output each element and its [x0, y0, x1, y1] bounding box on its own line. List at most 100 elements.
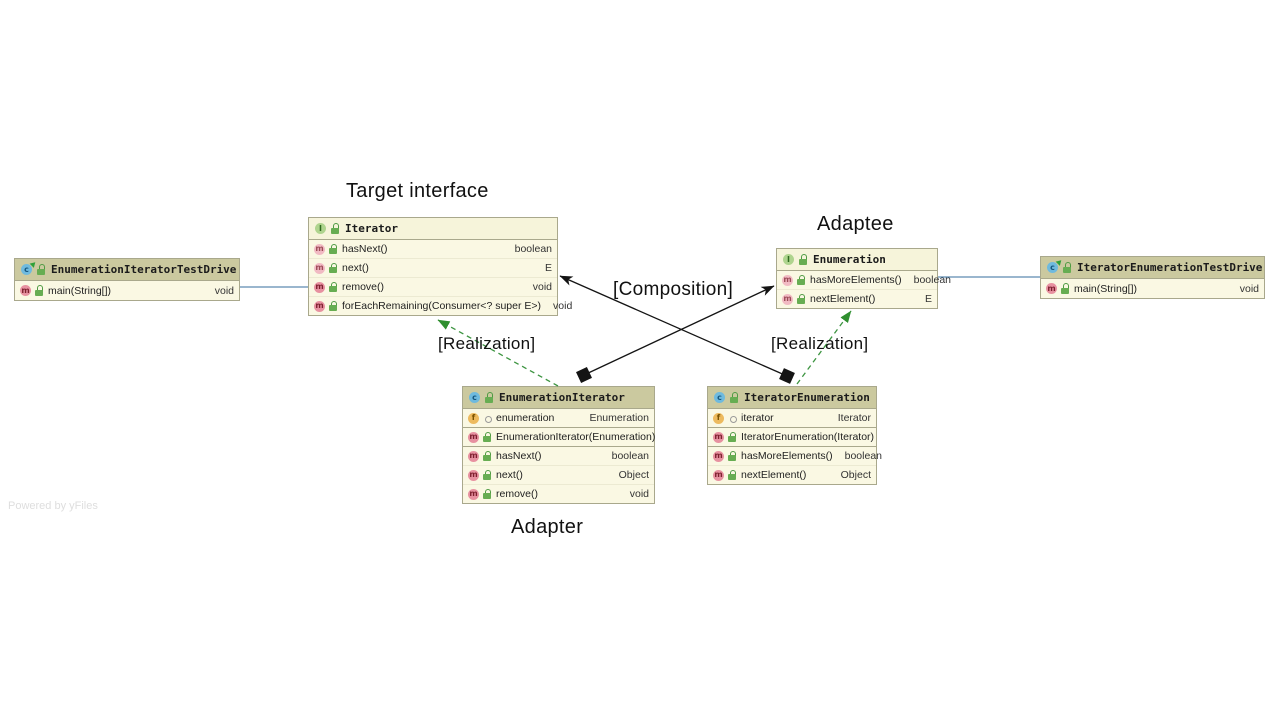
methods-section: m hasNext() boolean m next() Object m re…	[463, 446, 654, 503]
method-icon: m	[782, 274, 793, 286]
methods-section: m main(String[]) void	[15, 281, 239, 300]
uml-node-enumeration-iterator[interactable]: c EnumerationIterator f enumeration Enum…	[462, 386, 655, 504]
node-title: Iterator	[345, 222, 398, 235]
public-lock-icon	[37, 264, 46, 275]
uml-node-enumeration[interactable]: I Enumeration m hasMoreElements() boolea…	[776, 248, 951, 309]
member-name: hasMoreElements()	[741, 450, 833, 462]
member-name: hasMoreElements()	[810, 274, 902, 286]
constructors-section: m EnumerationIterator(Enumeration)	[463, 427, 655, 446]
node-header: c EnumerationIterator	[463, 387, 654, 409]
member-name: main(String[])	[1074, 282, 1138, 295]
uml-node-iterator[interactable]: I Iterator m hasNext() boolean m next() …	[308, 217, 572, 316]
annotation-adaptee: Adaptee	[817, 213, 894, 235]
class-run-icon: c	[1047, 262, 1058, 273]
methods-section: m main(String[]) void	[1041, 279, 1264, 298]
method-icon: m	[713, 469, 724, 481]
member-row: m hasNext() boolean	[309, 240, 557, 258]
public-lock-icon	[485, 392, 494, 403]
node-header: c EnumerationIteratorTestDrive	[15, 259, 239, 281]
method-icon: m	[782, 293, 793, 305]
annotation-composition: [Composition]	[613, 279, 734, 300]
method-icon: m	[713, 431, 724, 443]
member-row: f iterator Iterator	[708, 409, 876, 427]
annotation-realization-left: [Realization]	[438, 334, 536, 353]
member-name: enumeration	[496, 412, 555, 424]
member-name: iterator	[741, 412, 774, 424]
class-icon: c	[714, 392, 725, 403]
public-lock-icon	[329, 281, 338, 293]
public-lock-icon	[728, 469, 737, 481]
methods-section: m hasMoreElements() boolean m nextElemen…	[708, 446, 882, 484]
member-name: main(String[])	[48, 284, 112, 297]
interface-icon: I	[783, 254, 794, 265]
package-visibility-icon	[483, 413, 492, 424]
member-name: IteratorEnumeration(Iterator)	[741, 431, 875, 443]
member-row: m EnumerationIterator(Enumeration)	[463, 428, 655, 446]
public-lock-icon	[1063, 262, 1072, 273]
method-icon: m	[314, 300, 325, 312]
member-type: boolean	[844, 450, 882, 462]
public-lock-icon	[797, 293, 806, 305]
public-lock-icon	[1061, 283, 1070, 294]
member-row: m hasMoreElements() boolean	[777, 271, 951, 289]
member-name: remove()	[496, 488, 539, 500]
fields-section: f iterator Iterator	[708, 409, 876, 427]
fields-section: f enumeration Enumeration	[463, 409, 654, 427]
public-lock-icon	[730, 392, 739, 403]
member-name: next()	[496, 469, 523, 481]
node-title: EnumerationIterator	[499, 391, 625, 404]
member-row: m main(String[]) void	[1041, 279, 1264, 298]
public-lock-icon	[331, 223, 340, 234]
interface-icon: I	[315, 223, 326, 234]
member-row: m next() Object	[463, 465, 654, 484]
uml-node-enumeration-iterator-test-drive[interactable]: c EnumerationIteratorTestDrive m main(St…	[14, 258, 240, 301]
member-type: void	[532, 281, 552, 293]
member-row: f enumeration Enumeration	[463, 409, 654, 427]
member-row: m main(String[]) void	[15, 281, 239, 300]
member-name: nextElement()	[741, 469, 807, 481]
yfiles-watermark: Powered by yFiles	[8, 500, 98, 512]
composition-diamond	[576, 367, 592, 383]
method-icon: m	[468, 431, 479, 443]
public-lock-icon	[728, 431, 737, 443]
public-lock-icon	[483, 488, 492, 500]
member-row: m remove() void	[309, 277, 557, 296]
node-title: EnumerationIteratorTestDrive	[51, 263, 237, 276]
public-lock-icon	[483, 450, 492, 462]
method-icon: m	[468, 469, 479, 481]
method-icon: m	[468, 488, 479, 500]
member-type: void	[629, 488, 649, 500]
member-name: next()	[342, 262, 369, 274]
annotation-realization-right: [Realization]	[771, 334, 869, 353]
member-row: m IteratorEnumeration(Iterator)	[708, 428, 876, 446]
field-icon: f	[713, 412, 724, 424]
uml-node-iterator-enumeration[interactable]: c IteratorEnumeration f iterator Iterato…	[707, 386, 882, 485]
node-title: IteratorEnumerationTestDrive	[1077, 261, 1263, 274]
methods-section: m hasNext() boolean m next() E m remove(…	[309, 240, 572, 315]
annotation-adapter: Adapter	[511, 516, 584, 538]
public-lock-icon	[35, 285, 44, 296]
member-type: boolean	[611, 450, 649, 462]
method-icon: m	[1046, 283, 1057, 294]
public-lock-icon	[483, 431, 492, 443]
member-row: m forEachRemaining(Consumer<? super E>) …	[309, 296, 572, 315]
member-name: hasNext()	[342, 243, 388, 255]
method-icon: m	[713, 450, 724, 462]
member-type: void	[553, 300, 573, 312]
annotation-target-interface: Target interface	[346, 180, 489, 202]
node-header: c IteratorEnumerationTestDrive	[1041, 257, 1264, 279]
member-type: Enumeration	[589, 412, 649, 424]
member-row: m hasNext() boolean	[463, 447, 654, 465]
node-title: Enumeration	[813, 253, 886, 266]
constructors-section: m IteratorEnumeration(Iterator)	[708, 427, 876, 446]
member-row: m nextElement() Object	[708, 465, 876, 484]
node-header: I Iterator	[309, 218, 557, 240]
member-row: m hasMoreElements() boolean	[708, 447, 882, 465]
member-row: m nextElement() E	[777, 289, 937, 308]
package-visibility-icon	[728, 413, 737, 424]
member-type: E	[924, 293, 932, 305]
member-name: forEachRemaining(Consumer<? super E>)	[342, 300, 542, 312]
member-type: Object	[840, 469, 871, 481]
uml-node-iterator-enumeration-test-drive[interactable]: c IteratorEnumerationTestDrive m main(St…	[1040, 256, 1265, 299]
